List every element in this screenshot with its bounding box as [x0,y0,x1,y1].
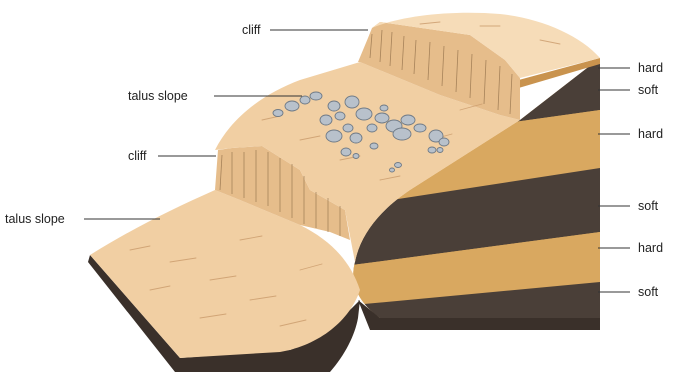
label-talus-slope-lower: talus slope [5,212,65,226]
label-layer-4-soft: soft [638,199,659,213]
right-labels: hard soft hard soft hard soft [638,61,663,299]
label-layer-1-hard: hard [638,61,663,75]
label-layer-5-hard: hard [638,241,663,255]
label-cliff-lower: cliff [128,149,147,163]
label-layer-2-soft: soft [638,83,659,97]
label-layer-3-hard: hard [638,127,663,141]
label-layer-6-soft: soft [638,285,659,299]
label-cliff-top: cliff [242,23,261,37]
label-talus-slope-upper: talus slope [128,89,188,103]
